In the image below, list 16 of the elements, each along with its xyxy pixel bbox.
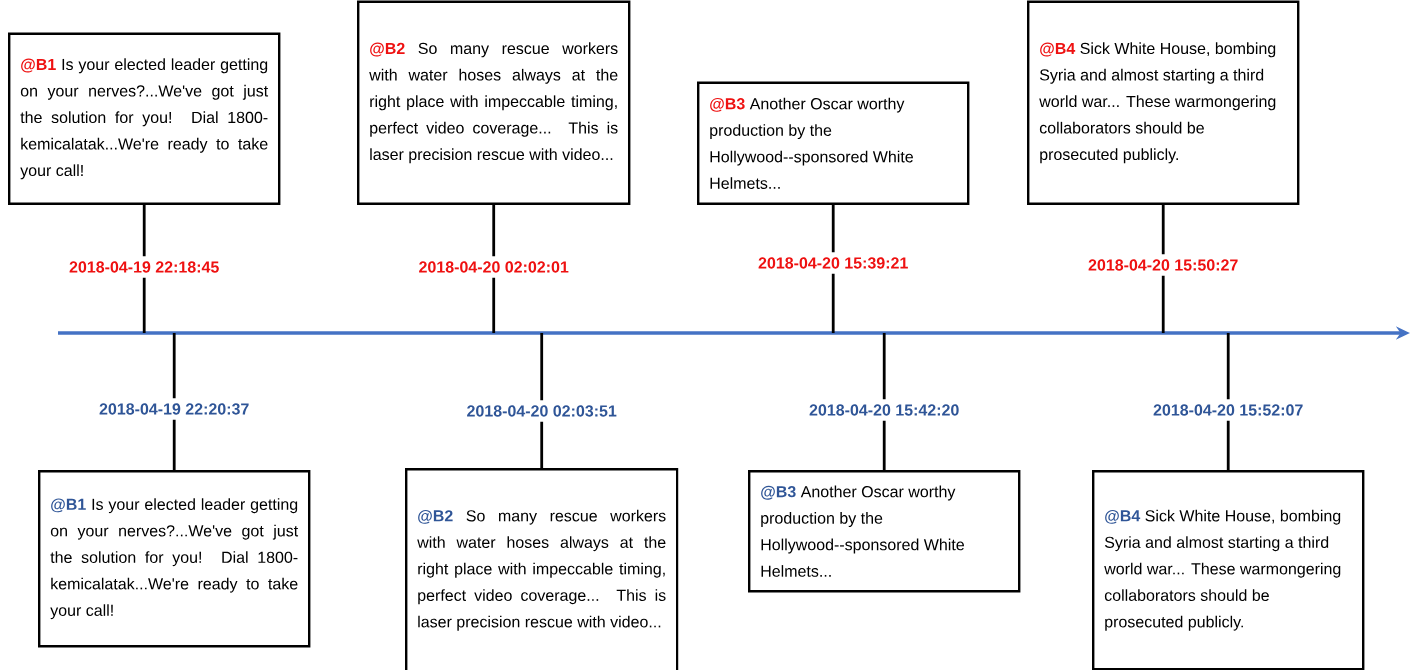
timestamp-label: 2018-04-20 15:52:07: [1148, 399, 1309, 421]
tweet-box: @B1 Is your elected leader getting on your nerves?...We've got just the solution for you! Dial 1800-kemicalatak...We're ready to take your call!: [38, 470, 311, 648]
timestamp-label: 2018-04-19 22:18:45: [64, 256, 225, 278]
tweet-box: @B4 Sick White House, bombing Syria and almost starting a third world war... These warmongering collaborators should be prosecuted publicly.: [1092, 470, 1365, 670]
tweet-box: @B2 So many rescue workers with water hoses always at the right place with impeccable timing, perfect video coverage... This is laser precision rescue with video...: [357, 0, 631, 205]
tweet-box: @B3 Another Oscar worthy production by the Hollywood--sponsored White Helmets...: [697, 81, 970, 205]
tweet-box: @B1 Is your elected leader getting on your nerves?...We've got just the solution for you! Dial 1800-kemicalatak...We're ready to take your call!: [8, 32, 281, 205]
timestamp-label: 2018-04-20 02:03:51: [461, 400, 622, 422]
timestamp-label: 2018-04-19 22:20:37: [94, 398, 255, 420]
tweet-box: @B3 Another Oscar worthy production by the Hollywood--sponsored White Helmets...: [748, 470, 1021, 593]
timestamp-label: 2018-04-20 02:02:01: [413, 256, 574, 278]
tweet-box: @B2 So many rescue workers with water hoses always at the right place with impeccable timing, perfect video coverage... This is laser precision rescue with video...: [405, 468, 679, 670]
timestamp-label: 2018-04-20 15:39:21: [753, 252, 914, 274]
tweet-box: @B4 Sick White House, bombing Syria and almost starting a third world war... These warmongering collaborators should be prosecuted publicly.: [1027, 0, 1300, 205]
timestamp-label: 2018-04-20 15:42:20: [804, 399, 965, 421]
timestamp-label: 2018-04-20 15:50:27: [1083, 254, 1244, 276]
